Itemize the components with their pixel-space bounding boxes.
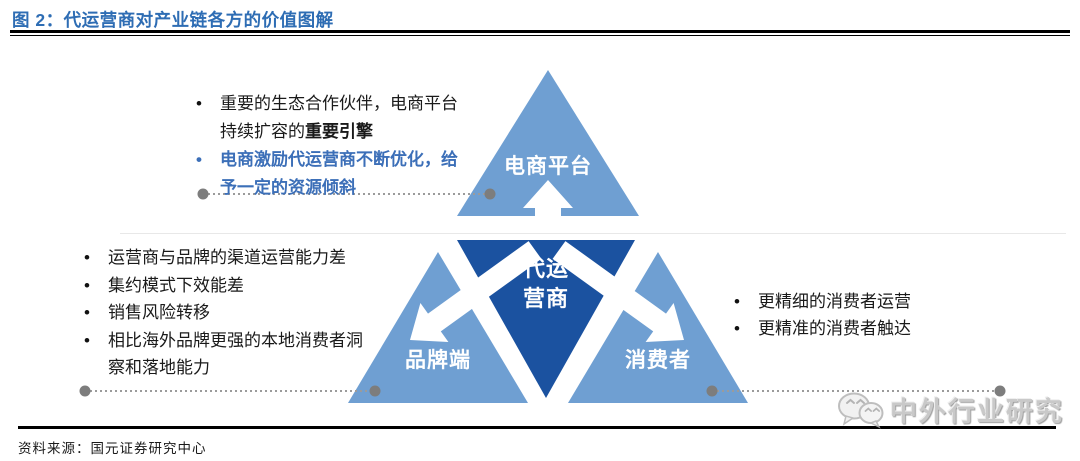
bottom-rule bbox=[18, 426, 1056, 429]
list-item: • 销售风险转移 bbox=[84, 299, 372, 327]
label-agency-line1: 代运 bbox=[522, 256, 569, 281]
label-consumer: 消费者 bbox=[625, 349, 691, 372]
list-item: • 重要的生态合作伙伴，电商平台持续扩容的重要引擎 bbox=[196, 90, 458, 146]
list-item: • 相比海外品牌更强的本地消费者洞察和落地能力 bbox=[84, 327, 372, 382]
platform-note-1-bold: 重要引擎 bbox=[305, 122, 373, 141]
bullet-icon: • bbox=[196, 94, 202, 113]
wechat-bubbles-icon bbox=[838, 392, 884, 429]
brand-note-3: 销售风险转移 bbox=[108, 303, 210, 322]
bullet-icon: • bbox=[84, 330, 90, 350]
figure-title: 图 2：代运营商对产业链各方的价值图解 bbox=[12, 10, 334, 30]
brand-notes: • 运营商与品牌的渠道运营能力差 • 集约模式下效能差 • 销售风险转移 • 相… bbox=[84, 244, 372, 382]
platform-note-2: 电商激励代运营商不断优化，给予一定的资源倾斜 bbox=[220, 150, 458, 197]
label-brand: 品牌端 bbox=[405, 349, 471, 372]
bullet-icon: • bbox=[84, 248, 90, 267]
label-ecommerce-platform: 电商平台 bbox=[504, 155, 592, 178]
triangle-ecommerce-platform bbox=[457, 70, 639, 216]
brand-note-2: 集约模式下效能差 bbox=[108, 275, 244, 295]
brand-note-1: 运营商与品牌的渠道运营能力差 bbox=[108, 248, 346, 267]
bullet-icon: • bbox=[734, 292, 740, 311]
list-item: • 更精细的消费者运营 bbox=[734, 288, 974, 315]
source-note: 资料来源：国元证券研究中心 bbox=[18, 441, 207, 456]
bullet-icon: • bbox=[84, 275, 90, 295]
consumer-note-1: 更精细的消费者运营 bbox=[758, 292, 911, 311]
list-item: • 运营商与品牌的渠道运营能力差 bbox=[84, 244, 372, 272]
platform-note-1: 重要的生态合作伙伴，电商平台持续扩容的重要引擎 bbox=[220, 90, 458, 146]
consumer-note-2: 更精准的消费者触达 bbox=[758, 319, 911, 338]
title-rule bbox=[10, 30, 1070, 36]
watermark-logo: 中外行业研究 bbox=[836, 390, 1064, 429]
bullet-icon: • bbox=[196, 150, 202, 169]
list-item: • 集约模式下效能差 bbox=[84, 272, 372, 300]
brand-note-4: 相比海外品牌更强的本地消费者洞察和落地能力 bbox=[108, 330, 363, 378]
platform-note-1-normal: 重要的生态合作伙伴，电商平台持续扩容的 bbox=[220, 94, 458, 141]
faint-gridline bbox=[120, 233, 1066, 234]
label-agency-line2: 营商 bbox=[522, 286, 569, 311]
list-item: • 更精准的消费者触达 bbox=[734, 315, 974, 342]
list-item: • 电商激励代运营商不断优化，给予一定的资源倾斜 bbox=[196, 146, 458, 202]
platform-notes: • 重要的生态合作伙伴，电商平台持续扩容的重要引擎 • 电商激励代运营商不断优化… bbox=[196, 90, 458, 202]
bullet-icon: • bbox=[84, 303, 90, 322]
watermark-text: 中外行业研究 bbox=[890, 397, 1064, 427]
label-agency-operator: 代运 营商 bbox=[457, 254, 635, 314]
bullet-icon: • bbox=[734, 319, 740, 338]
connector-brand-dot-left bbox=[79, 385, 91, 397]
consumer-notes: • 更精细的消费者运营 • 更精准的消费者触达 bbox=[734, 288, 974, 342]
